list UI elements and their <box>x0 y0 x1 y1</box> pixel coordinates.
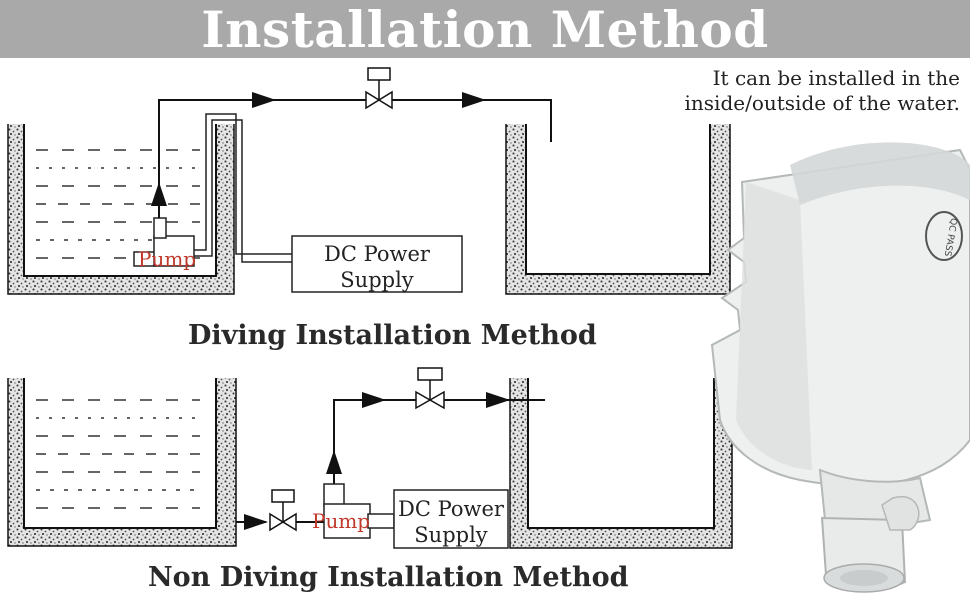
non-diving-caption: Non Diving Installation Method <box>148 562 629 593</box>
non-diving-pump-label: Pump <box>312 509 370 533</box>
non-diving-pipe <box>236 392 545 530</box>
non-diving-power-supply: DC Power Supply <box>393 489 509 549</box>
non-diving-pump <box>323 483 395 539</box>
diving-pipe <box>151 92 552 218</box>
non-diving-water-lines <box>36 399 200 509</box>
note-line-1: It can be installed in the <box>712 66 960 90</box>
non-diving-inlet-valve <box>269 489 297 532</box>
diving-diagram: Pump DC Power Supply <box>7 67 731 295</box>
diving-power-label-1: DC Power <box>324 242 431 266</box>
diving-caption: Diving Installation Method <box>188 320 597 351</box>
qc-pass-stamp <box>925 211 963 261</box>
pump-product-illustration: QC PASS <box>710 142 970 593</box>
non-diving-outlet-valve <box>415 367 445 410</box>
diving-destination-tank <box>505 124 731 295</box>
note-line-2: inside/outside of the water. <box>684 91 960 115</box>
diving-pump <box>133 217 195 267</box>
header-banner: Installation Method <box>0 0 970 59</box>
non-diving-destination-tank <box>509 378 733 549</box>
diving-power-cable <box>194 113 292 263</box>
diving-source-tank <box>7 124 235 295</box>
non-diving-power-label-2: Supply <box>414 523 488 547</box>
page-title: Installation Method <box>201 0 769 59</box>
non-diving-source-tank <box>7 378 237 547</box>
installation-note: It can be installed in the inside/outsid… <box>685 66 960 116</box>
diving-power-label-2: Supply <box>340 268 414 292</box>
diving-power-supply: DC Power Supply <box>291 235 463 293</box>
non-diving-power-label-1: DC Power <box>398 497 505 521</box>
non-diving-diagram: Pump DC Power Supply <box>7 367 733 549</box>
diving-water-lines <box>36 149 200 259</box>
diving-valve <box>365 67 393 110</box>
diving-pump-label: Pump <box>138 247 196 271</box>
